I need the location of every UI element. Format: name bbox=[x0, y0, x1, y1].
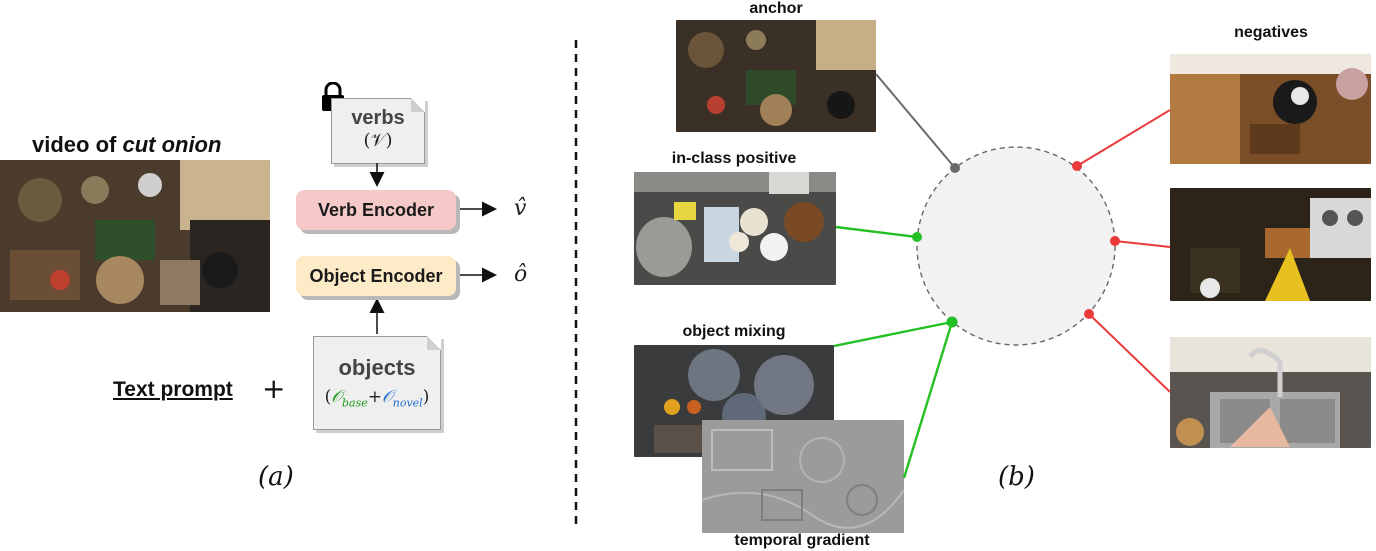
verbs-document: verbs (𝒱) bbox=[331, 98, 425, 164]
negative-image-2 bbox=[1170, 188, 1371, 301]
positive-point bbox=[912, 232, 922, 242]
novel-symbol: 𝒪 bbox=[382, 387, 393, 407]
gradient-image bbox=[702, 420, 904, 533]
panel-a-caption: (a) bbox=[258, 462, 294, 492]
panel-a-arrows bbox=[369, 163, 497, 334]
verbs-doc-symbol: (𝒱) bbox=[363, 130, 393, 151]
gradient-connector bbox=[902, 321, 954, 479]
doc-fold bbox=[427, 336, 441, 350]
positive-connector bbox=[835, 225, 918, 239]
negatives-label: negatives bbox=[1234, 24, 1308, 41]
negative-connector-2 bbox=[1114, 240, 1171, 248]
anchor-connector bbox=[875, 73, 956, 169]
objects-doc-formula: (𝒪base+𝒪novel) bbox=[314, 387, 440, 409]
doc-fold bbox=[411, 98, 425, 112]
positive-label: in-class positive bbox=[671, 150, 797, 167]
text-prompt-label: Text prompt bbox=[113, 378, 233, 401]
close-paren: ) bbox=[422, 387, 430, 407]
novel-subscript: novel bbox=[392, 396, 423, 410]
gradient-label: temporal gradient bbox=[734, 532, 870, 549]
positive-image bbox=[634, 172, 836, 285]
objects-document: objects (𝒪base+𝒪novel) bbox=[313, 336, 441, 430]
mixing-label: object mixing bbox=[682, 323, 786, 340]
kitchen-scene-image bbox=[0, 160, 270, 312]
negative-connector-1 bbox=[1076, 109, 1171, 167]
negative-point-1 bbox=[1072, 161, 1082, 171]
augmented-point bbox=[946, 316, 958, 328]
anchor-label: anchor bbox=[749, 0, 803, 17]
plus-operator: + bbox=[367, 387, 383, 407]
object-encoder-box: Object Encoder bbox=[296, 256, 456, 296]
verb-output-symbol: v̂ bbox=[514, 196, 527, 221]
negative-connector-3 bbox=[1088, 313, 1171, 393]
negative-point-2 bbox=[1110, 236, 1120, 246]
video-title-prefix: video of bbox=[32, 132, 123, 157]
objects-doc-title: objects bbox=[338, 355, 416, 380]
negative-image-3 bbox=[1170, 337, 1371, 448]
plus-sign: + bbox=[262, 372, 286, 405]
panel-divider bbox=[574, 40, 578, 525]
anchor-image bbox=[676, 20, 876, 132]
base-subscript: base bbox=[342, 396, 368, 410]
object-output-symbol: ô bbox=[514, 262, 528, 287]
negative-image-1 bbox=[1170, 54, 1371, 164]
video-title: video of cut onion bbox=[32, 132, 221, 158]
verbs-doc-title: verbs bbox=[351, 107, 405, 129]
video-title-action: cut onion bbox=[122, 132, 222, 157]
verb-encoder-box: Verb Encoder bbox=[296, 190, 456, 230]
anchor-point bbox=[950, 163, 960, 173]
open-paren: ( bbox=[324, 387, 332, 407]
negative-point-3 bbox=[1084, 309, 1094, 319]
base-symbol: 𝒪 bbox=[331, 387, 343, 407]
panel-b-caption: (b) bbox=[998, 462, 1035, 492]
video-thumbnail bbox=[0, 160, 270, 312]
mixing-connector bbox=[833, 320, 953, 348]
